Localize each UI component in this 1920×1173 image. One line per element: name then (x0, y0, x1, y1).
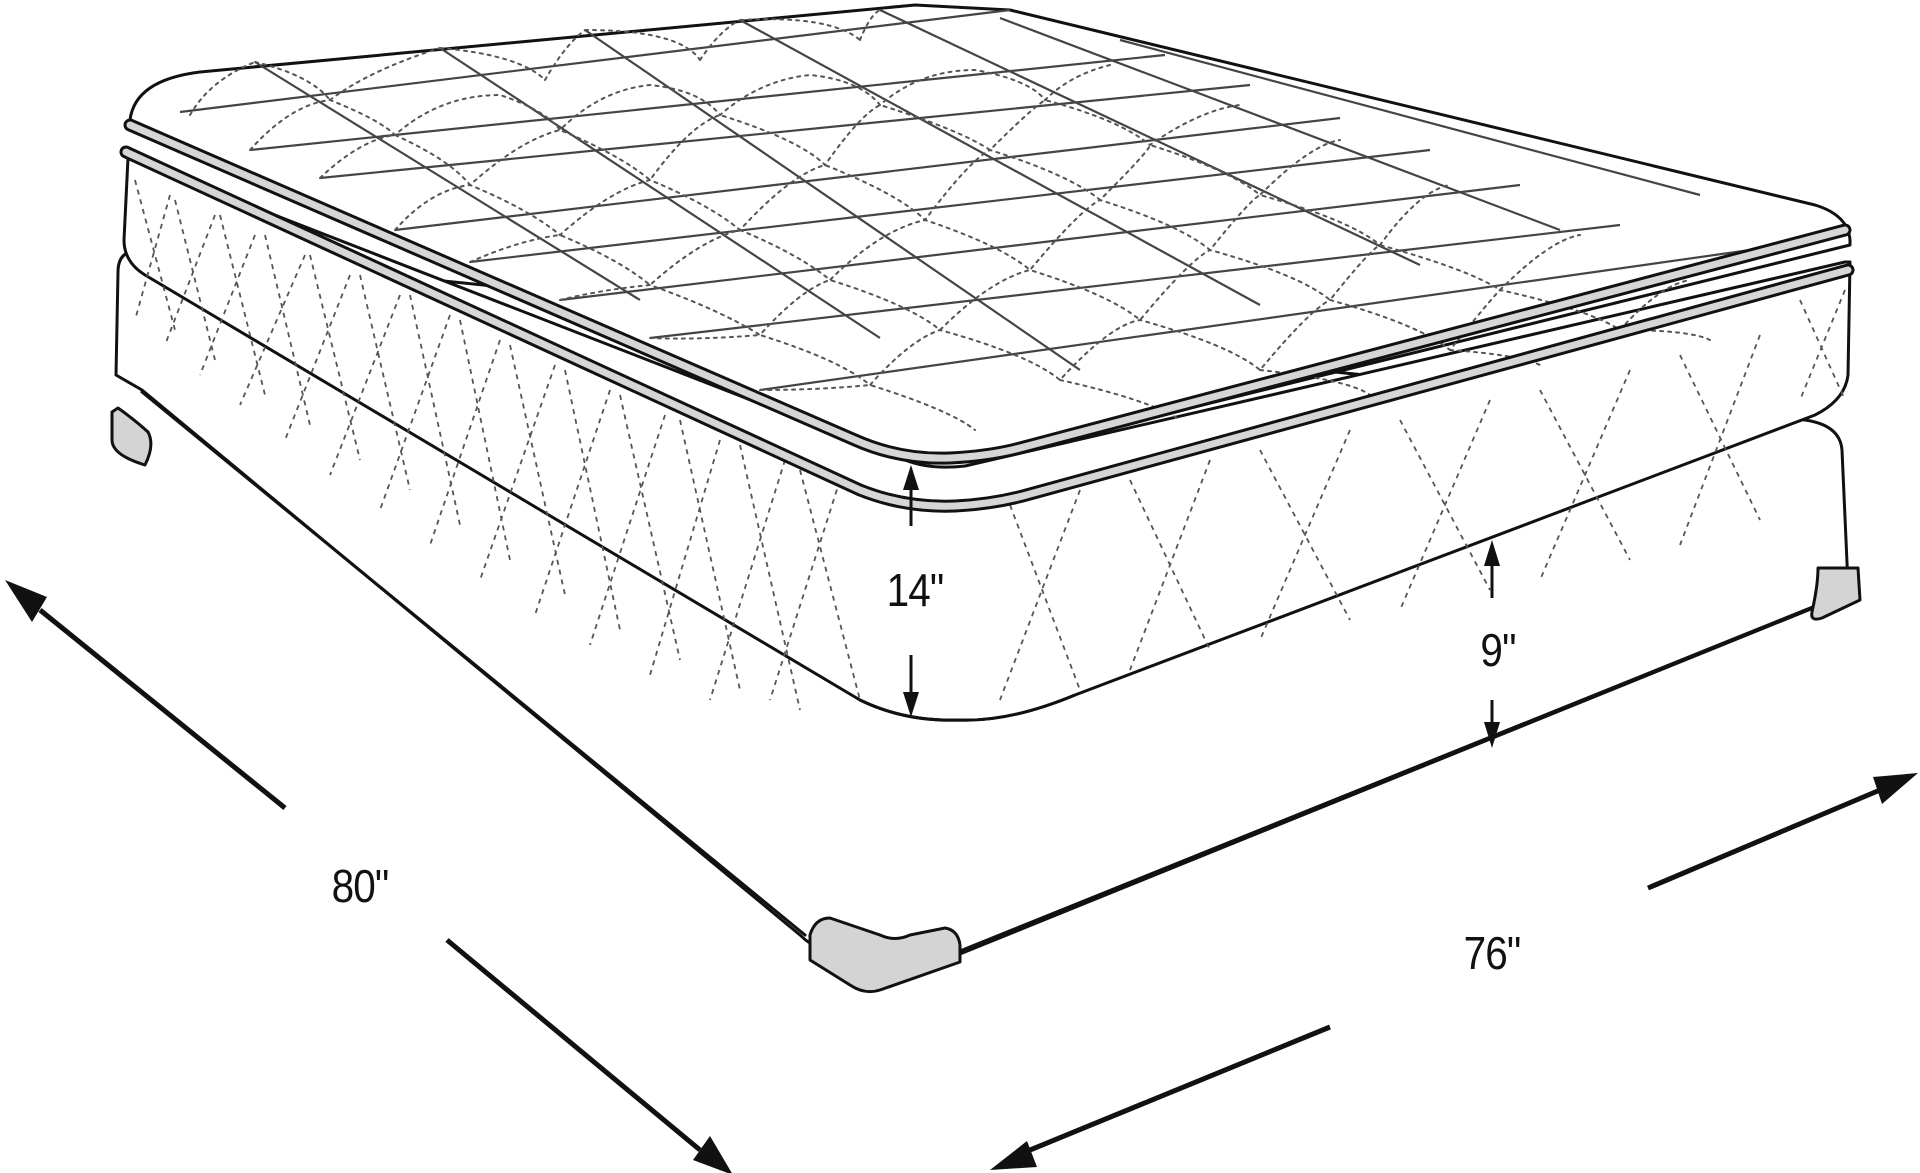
corner-guard-front (808, 916, 962, 994)
corner-guards (110, 406, 1862, 994)
corner-guard-left (110, 406, 153, 467)
side-quilting (134, 179, 1846, 711)
width-indicator (990, 773, 1918, 1170)
arrow-down-left-icon (990, 1141, 1037, 1170)
length-indicator (5, 580, 732, 1173)
corner-guard-right (1810, 566, 1862, 621)
top-tufting (179, 8, 1751, 392)
mattress-body (122, 156, 1852, 722)
foundation-height-label: 9" (1480, 624, 1516, 676)
piping (119, 118, 1855, 513)
foundation-height-indicator (1484, 540, 1500, 748)
mattress-height-label: 14" (886, 564, 945, 616)
top-arc-stitching (189, 9, 1711, 431)
arrow-down-right-icon (693, 1136, 732, 1173)
arrow-up-right-icon (1873, 773, 1918, 804)
width-label: 76" (1463, 927, 1522, 979)
length-label: 80" (331, 860, 390, 912)
mattress-height-indicator (903, 465, 919, 717)
arrow-up-left-icon (5, 580, 47, 622)
